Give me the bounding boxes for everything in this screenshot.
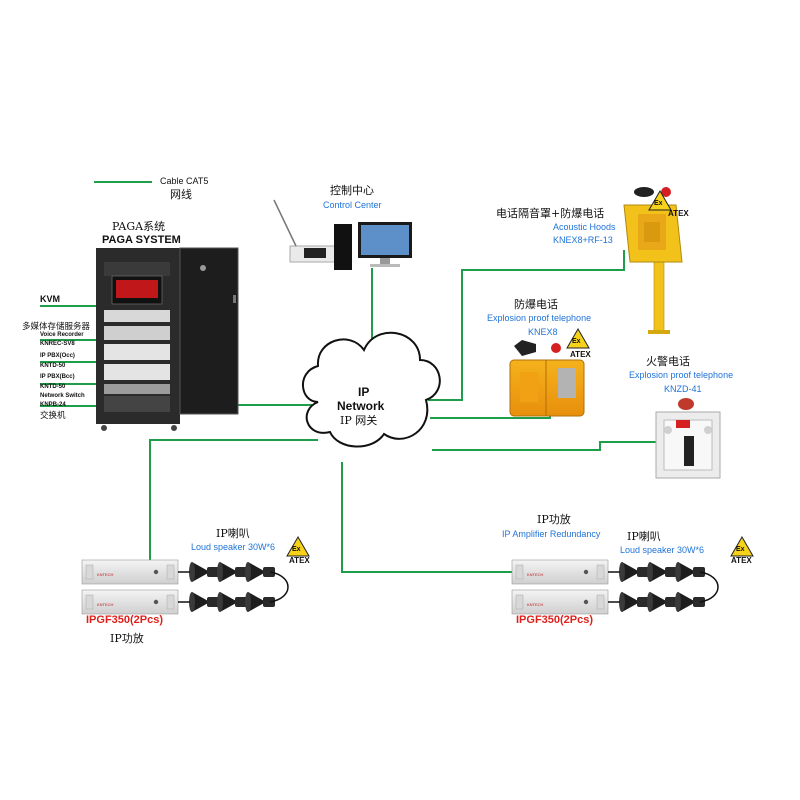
label-switch-cn: 交换机 <box>40 410 66 420</box>
atex-text-2: ATEX <box>570 350 591 359</box>
legend-cable-cn: 网线 <box>170 189 192 201</box>
label-kntd-1: KNTD-50 <box>40 363 66 369</box>
cloud-ip: IP <box>358 385 370 399</box>
paga-cabinet <box>96 247 239 431</box>
atex-text-1: ATEX <box>668 209 689 218</box>
knzd41-phone <box>655 398 721 479</box>
acoustic-hood-en: Acoustic Hoods <box>553 222 616 232</box>
cloud-gateway-cn: IP 网关 <box>340 414 378 427</box>
atex-ex-1: Ex <box>654 200 663 207</box>
label-network-switch: Network Switch <box>40 393 85 399</box>
label-voice-recorder: Voice Recorder <box>40 332 84 338</box>
knex8-model: KNEX8 <box>528 327 558 337</box>
right-speakers <box>608 562 719 612</box>
atex-ex-4: Ex <box>736 546 745 553</box>
label-multimedia-cn: 多媒体存储服务器 <box>22 321 91 331</box>
right-speaker-cn: IP喇叭 <box>627 530 661 543</box>
right-amp-cn: IP功放 <box>537 513 571 526</box>
right-speaker-en: Loud speaker 30W*6 <box>620 545 705 555</box>
atex-ex-2: Ex <box>572 338 581 345</box>
atex-ex-3: Ex <box>292 546 301 553</box>
control-center-equipment <box>273 199 412 270</box>
paga-title-en: PAGA SYSTEM <box>102 234 181 246</box>
left-amp-model: IPGF350(2Pcs) <box>86 614 164 626</box>
acoustic-hood-model: KNEX8+RF-13 <box>553 235 613 245</box>
label-pbx-occ: IP PBX(Occ) <box>40 353 75 359</box>
left-speakers <box>178 562 289 612</box>
knex8-phone <box>509 340 585 417</box>
right-amp-redundancy: IP Amplifier Redundancy <box>502 529 601 539</box>
left-speaker-en: Loud speaker 30W*6 <box>191 542 276 552</box>
knex8-cn: 防爆电话 <box>514 298 558 311</box>
paga-title-cn: PAGA系统 <box>112 220 166 233</box>
atex-text-3: ATEX <box>289 556 310 565</box>
knzd41-model: KNZD-41 <box>664 384 702 394</box>
knzd41-en: Explosion proof telephone <box>629 370 734 380</box>
knex8-en: Explosion proof telephone <box>487 313 592 323</box>
control-center-en: Control Center <box>323 200 382 210</box>
label-pbx-bcc: IP PBX(Bcc) <box>40 374 75 380</box>
label-kntd-2: KNTD-50 <box>40 384 66 390</box>
acoustic-hood <box>623 187 683 334</box>
left-amplifiers <box>81 559 179 615</box>
cloud-network: Network <box>337 399 385 413</box>
control-center-cn: 控制中心 <box>330 184 374 197</box>
atex-text-4: ATEX <box>731 556 752 565</box>
legend-cable-label: Cable CAT5 <box>160 176 209 186</box>
label-knpb: KNPB-24 <box>40 402 66 408</box>
ip-network-cloud <box>302 331 441 448</box>
right-amplifiers <box>511 559 609 615</box>
label-kvm: KVM <box>40 294 60 304</box>
knzd41-cn: 火警电话 <box>646 355 690 368</box>
left-amp-cn: IP功放 <box>110 632 144 645</box>
right-amp-model: IPGF350(2Pcs) <box>516 614 594 626</box>
left-speaker-cn: IP喇叭 <box>216 527 250 540</box>
label-knrec: KNREC-SV8 <box>40 341 75 347</box>
acoustic-hood-cn: 电话隔音罩+防爆电话 <box>496 207 605 220</box>
